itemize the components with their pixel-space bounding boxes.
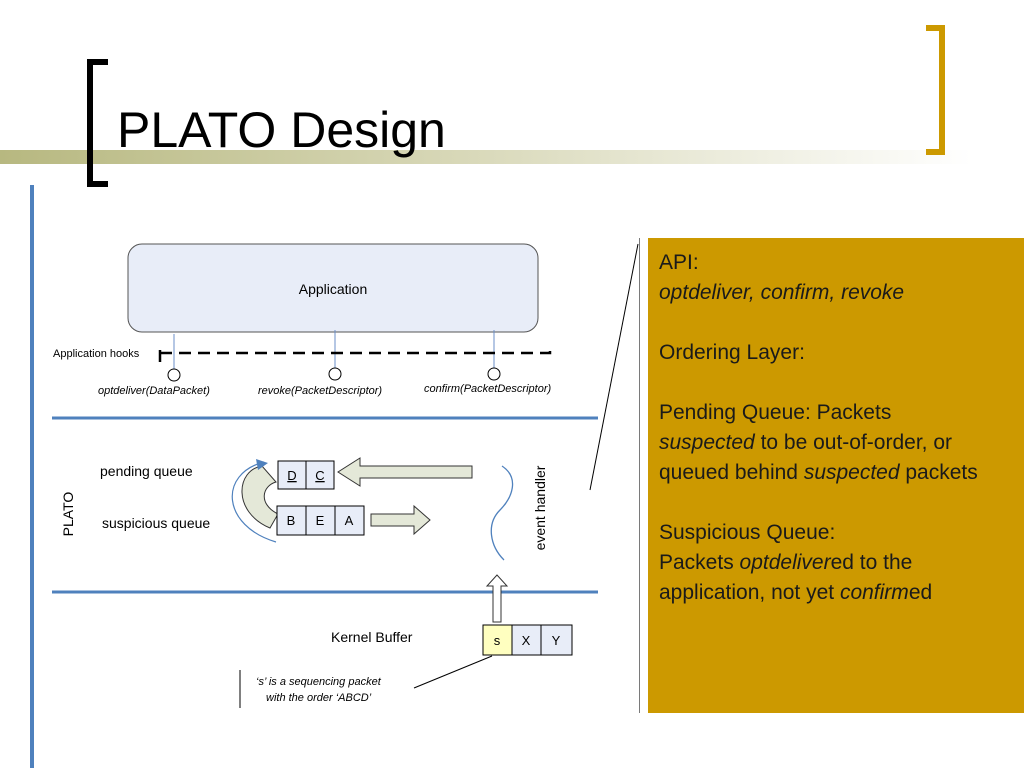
api-block: API: optdeliver, confirm, revoke: [659, 248, 1014, 308]
left-vertical-rule: [30, 185, 34, 768]
title-brackets: [87, 25, 945, 187]
plato-diagram: Application Application hooks optdeliver…: [52, 243, 639, 708]
explanation-panel: API: optdeliver, confirm, revoke Orderin…: [648, 238, 1024, 713]
pending-cell: D: [287, 468, 296, 483]
application-label: Application: [299, 281, 368, 297]
kernel-up-arrow-icon: [485, 574, 509, 623]
kernel-buffer-label: Kernel Buffer: [331, 629, 413, 645]
api-heading: API:: [659, 251, 699, 274]
left-bracket: [87, 59, 108, 187]
kernel-cell: Y: [552, 633, 561, 648]
suspicious-cell: E: [316, 513, 325, 528]
suspicious-queue-label: suspicious queue: [102, 515, 210, 531]
pending-desc-mid: to be out-of-order, or queued behind: [659, 431, 953, 484]
hooks-label: Application hooks: [53, 348, 140, 360]
pending-desc-end: packets: [899, 461, 978, 484]
pending-queue-label: pending queue: [100, 463, 193, 479]
title-accent-band: [0, 150, 1024, 164]
application-box: [127, 243, 539, 333]
requeue-curve-icon: [241, 465, 279, 529]
revoke-hook-icon: [328, 367, 342, 381]
callout-line: [589, 243, 639, 491]
susp-desc-mid: ed to the application, not yet: [659, 551, 913, 604]
hook-revoke-label: revoke(PacketDescriptor): [258, 385, 382, 397]
slide-title: PLATO Design: [117, 102, 446, 158]
pending-desc-em2: suspected: [803, 461, 900, 484]
suspicious-cell: B: [287, 513, 296, 528]
suspicious-queue: B E A: [276, 505, 365, 536]
pending-queue: D C: [277, 460, 335, 490]
event-handler-label: event handler: [532, 465, 548, 550]
panel-divider: [639, 238, 640, 713]
plato-label: PLATO: [60, 492, 76, 537]
kernel-cell: s: [494, 633, 501, 648]
pending-desc-prefix: Pending Queue: Packets: [659, 401, 892, 424]
note-pointer: [413, 655, 493, 689]
suspicious-cell: A: [345, 513, 354, 528]
to-pending-arrow-icon: [337, 457, 473, 487]
api-methods: optdeliver, confirm, revoke: [659, 281, 905, 304]
from-suspicious-arrow-icon: [370, 504, 431, 536]
susp-desc-prefix: Packets: [659, 551, 740, 574]
pending-desc-em1: suspected: [659, 431, 755, 454]
note-line1: ‘s’ is a sequencing packet: [256, 676, 382, 688]
note-line2: with the order ‘ABCD’: [266, 692, 372, 704]
right-bracket: [926, 25, 945, 155]
ordering-heading: Ordering Layer:: [659, 341, 805, 364]
susp-desc-em1: optdeliver: [739, 551, 831, 574]
hook-optdeliver-label: optdeliver(DataPacket): [98, 385, 210, 397]
susp-desc-heading: Suspicious Queue:: [659, 521, 836, 544]
suspicious-description: Suspicious Queue: Packets optdelivered to…: [659, 518, 1014, 608]
kernel-buffer: s X Y: [482, 624, 573, 656]
susp-desc-em2: confirm: [839, 581, 909, 604]
pending-cell: C: [315, 468, 324, 483]
hook-confirm-label: confirm(PacketDescriptor): [424, 383, 551, 395]
confirm-hook-icon: [487, 367, 501, 381]
kernel-cell: X: [522, 633, 531, 648]
hooks-dashed-line: [158, 348, 552, 366]
susp-desc-end: ed: [908, 581, 933, 604]
pending-description: Pending Queue: Packets suspected to be ou…: [659, 398, 1014, 488]
event-handler-curve: [490, 465, 514, 561]
optdeliver-hook-icon: [167, 368, 181, 382]
